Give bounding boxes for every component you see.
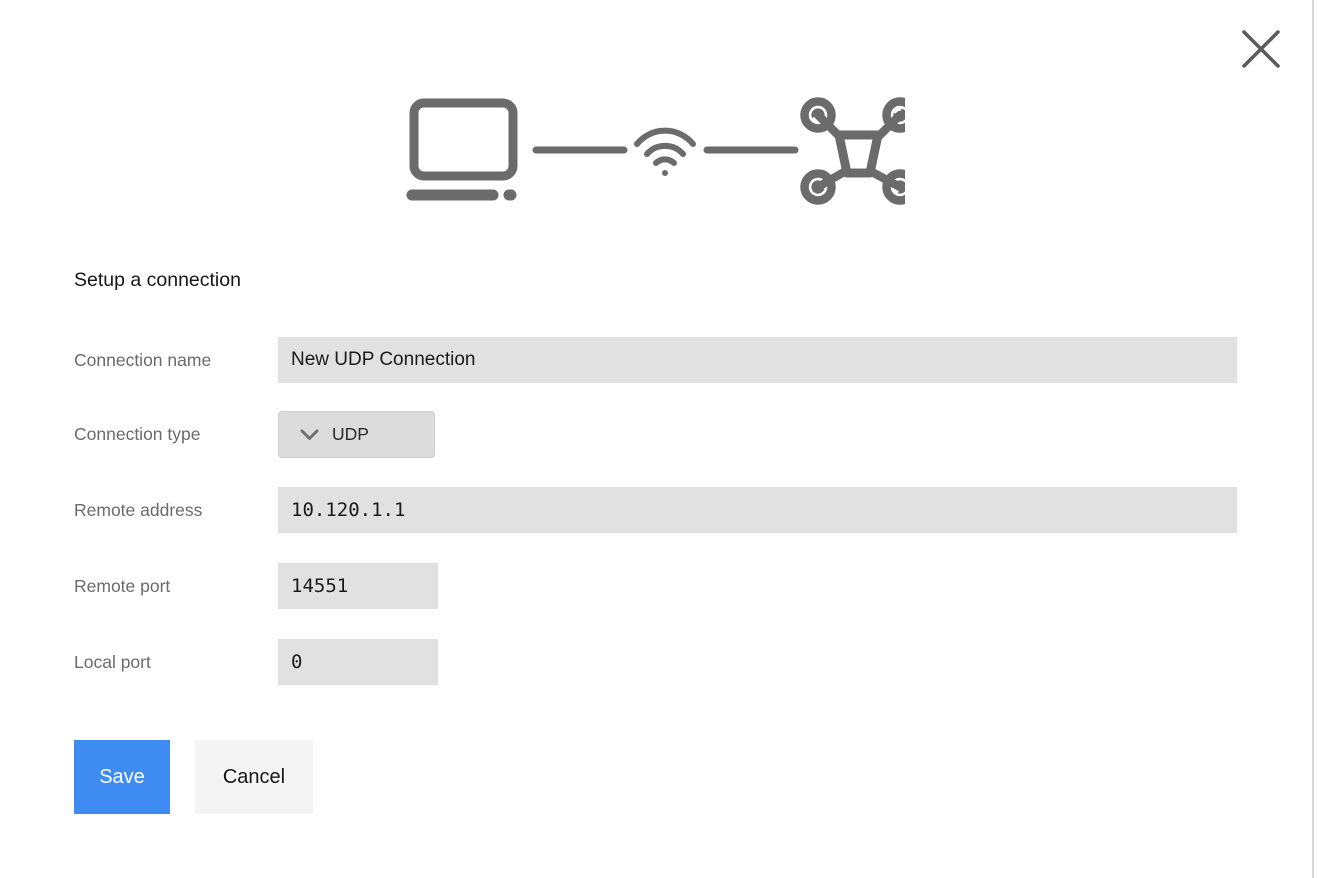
close-icon [1239,27,1283,71]
local-port-input[interactable] [278,639,438,685]
connection-illustration [400,93,918,211]
remote-address-input[interactable] [278,487,1237,533]
connection-type-dropdown[interactable]: UDP [278,411,435,458]
save-button[interactable]: Save [74,740,170,814]
close-button[interactable] [1238,26,1284,72]
remote-port-label: Remote port [74,575,171,596]
local-port-label: Local port [74,651,151,672]
remote-port-input[interactable] [278,563,438,609]
connection-type-value: UDP [332,424,369,444]
connection-name-input[interactable] [278,337,1237,383]
dialog-title: Setup a connection [74,269,241,291]
chevron-down-icon [300,429,319,441]
drone-icon [800,97,918,205]
connection-type-label: Connection type [74,424,201,444]
right-edge-divider [1312,0,1314,878]
connection-name-label: Connection name [74,349,212,370]
laptop-icon [406,98,518,201]
remote-address-label: Remote address [74,499,203,520]
wifi-icon [634,127,696,176]
cancel-button[interactable]: Cancel [195,740,313,814]
